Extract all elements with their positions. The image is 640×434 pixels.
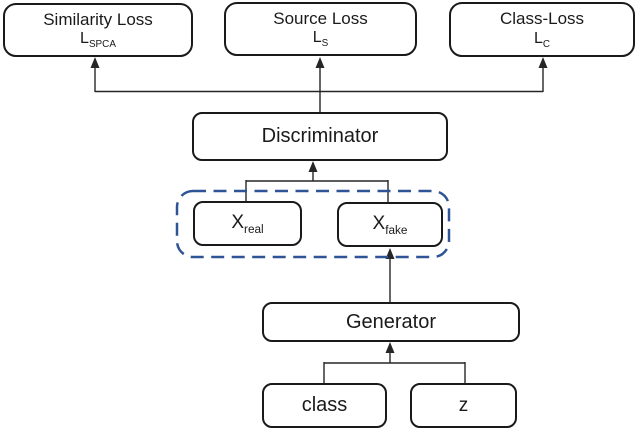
z-input-node: z xyxy=(410,383,517,428)
class-loss-node: Class-Loss LC xyxy=(449,2,635,57)
arrowhead-generator xyxy=(385,342,395,353)
similarity-loss-symbol-subscript: SPCA xyxy=(88,39,116,51)
class-loss-symbol-letter: L xyxy=(533,29,543,47)
discriminator-node: Discriminator xyxy=(192,112,448,161)
x-fake-label: Xfake xyxy=(373,213,408,237)
real-fake-group-border xyxy=(175,189,451,259)
x-real-symbol: X xyxy=(231,211,245,233)
generator-node: Generator xyxy=(262,302,520,342)
similarity-loss-symbol: LSPCA xyxy=(80,30,116,50)
arrowhead-discriminator xyxy=(308,161,318,172)
x-fake-symbol: X xyxy=(372,212,386,234)
generator-label: Generator xyxy=(345,310,437,333)
x-fake-node: Xfake xyxy=(337,202,443,247)
x-real-label: Xreal xyxy=(231,212,263,236)
class-loss-symbol-subscript: C xyxy=(542,38,551,50)
similarity-loss-node: Similarity Loss LSPCA xyxy=(3,3,193,57)
class-input-label: class xyxy=(301,394,348,416)
class-loss-symbol: LC xyxy=(534,30,550,50)
x-fake-subscript: fake xyxy=(385,223,408,237)
source-loss-symbol-letter: L xyxy=(312,29,322,47)
x-real-subscript: real xyxy=(244,222,264,236)
discriminator-label: Discriminator xyxy=(261,125,379,147)
similarity-loss-title: Similarity Loss xyxy=(43,9,153,29)
class-input-node: class xyxy=(262,383,387,428)
source-loss-title: Source Loss xyxy=(273,8,368,28)
arrowhead-class-loss xyxy=(538,57,548,68)
arrowhead-source-loss xyxy=(315,57,325,68)
similarity-loss-symbol-letter: L xyxy=(80,30,89,48)
class-loss-title: Class-Loss xyxy=(499,9,585,29)
z-input-label: z xyxy=(458,394,469,416)
source-loss-symbol-subscript: S xyxy=(321,38,329,50)
source-loss-node: Source Loss LS xyxy=(224,2,417,56)
arrowhead-similarity-loss xyxy=(90,57,100,68)
x-real-node: Xreal xyxy=(193,201,302,246)
source-loss-symbol: LS xyxy=(313,29,329,49)
